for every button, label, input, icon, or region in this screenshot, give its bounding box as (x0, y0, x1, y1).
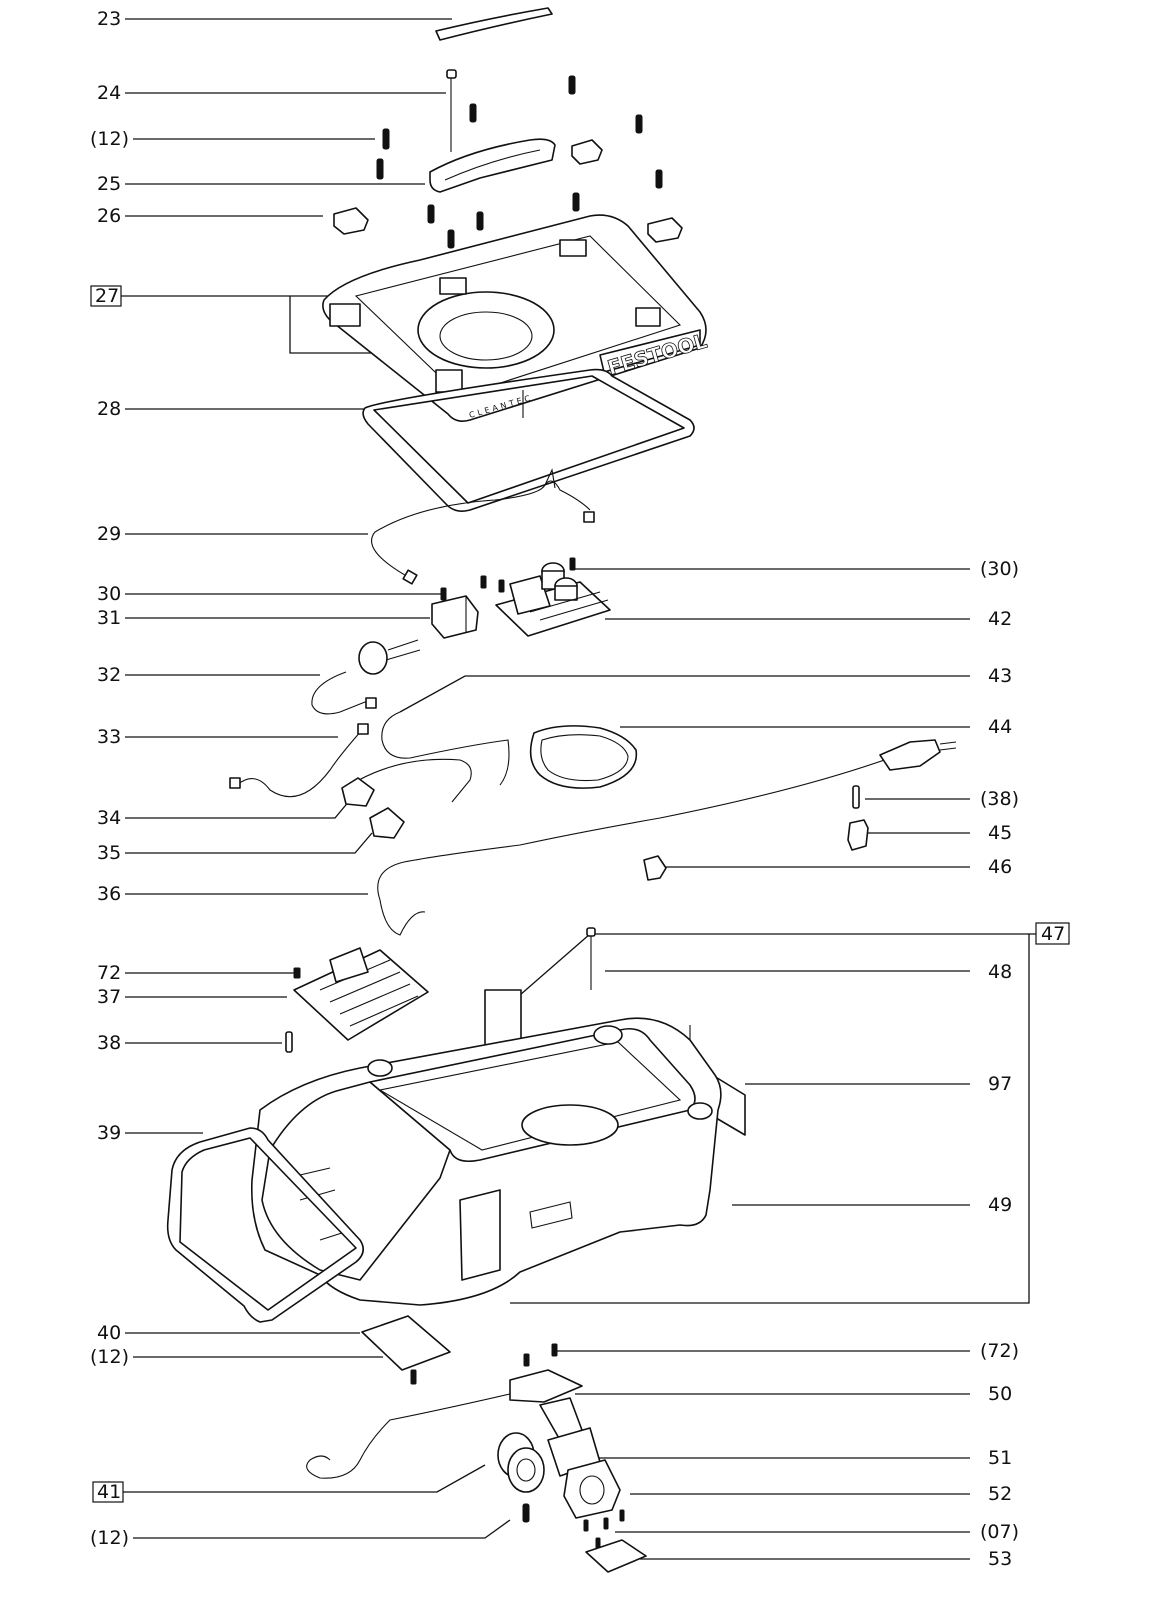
control-pcb-37 (293, 947, 429, 1041)
callout-35[interactable]: 35 (97, 842, 121, 864)
callout-31[interactable]: 31 (97, 607, 121, 629)
cable-43 (381, 711, 510, 786)
cable-33 (236, 729, 363, 798)
capacitor-31 (431, 595, 479, 639)
socket-52 (563, 1459, 621, 1519)
long-bolt-48 (586, 927, 596, 990)
clip-right-top (571, 139, 603, 165)
callout-38-right[interactable]: (38) (980, 788, 1019, 810)
long-bolt (446, 69, 457, 152)
leader-lines (121, 18, 1036, 1560)
switch-35 (369, 807, 405, 839)
lid-gasket (362, 368, 695, 512)
callout-46[interactable]: 46 (988, 856, 1012, 878)
callout-50[interactable]: 50 (988, 1383, 1012, 1405)
callout-12-mid[interactable]: (12) (90, 1346, 129, 1368)
callout-45[interactable]: 45 (988, 822, 1012, 844)
callout-48[interactable]: 48 (988, 961, 1012, 983)
cable-41 (306, 1393, 511, 1479)
callout-37[interactable]: 37 (97, 986, 121, 1008)
callout-29[interactable]: 29 (97, 523, 121, 545)
callout-24[interactable]: 24 (97, 82, 121, 104)
callout-12-bottom[interactable]: (12) (90, 1527, 129, 1549)
callout-26[interactable]: 26 (97, 205, 121, 227)
main-housing-49 (250, 1017, 722, 1306)
callout-07[interactable]: (07) (980, 1521, 1019, 1543)
motor-41 (497, 1432, 545, 1493)
screws-top-group (376, 75, 663, 249)
callout-28[interactable]: 28 (97, 398, 121, 420)
cover-plate-40 (361, 1315, 451, 1371)
power-plug (879, 739, 941, 771)
callout-32[interactable]: 32 (97, 664, 121, 686)
ferrite-46 (643, 855, 667, 881)
callout-97[interactable]: 97 (988, 1073, 1012, 1095)
relay-45 (847, 819, 869, 851)
cable-32 (311, 639, 421, 715)
callout-53[interactable]: 53 (988, 1548, 1012, 1570)
screws-30 (440, 557, 576, 601)
ring-gasket-44 (529, 725, 638, 789)
callout-36[interactable]: 36 (97, 883, 121, 905)
screw-38-right (852, 785, 860, 809)
callout-30[interactable]: 30 (97, 583, 121, 605)
callout-44[interactable]: 44 (988, 716, 1012, 738)
switch-holder-50 (509, 1343, 583, 1441)
power-cord-36 (377, 757, 891, 936)
screw-38-left (285, 1031, 293, 1053)
screw-12-mid (410, 1369, 417, 1385)
callout-38[interactable]: 38 (97, 1032, 121, 1054)
callout-34[interactable]: 34 (97, 807, 121, 829)
cover-53 (585, 1539, 647, 1573)
left-callouts: 23 24 (12) 25 26 27 28 29 30 31 32 33 34… (90, 8, 129, 1549)
callout-51[interactable]: 51 (988, 1447, 1012, 1469)
callout-23[interactable]: 23 (97, 8, 121, 30)
callout-30-right[interactable]: (30) (980, 558, 1019, 580)
callout-27[interactable]: 27 (95, 285, 119, 307)
screws-07 (583, 1509, 625, 1550)
callout-40[interactable]: 40 (97, 1322, 121, 1344)
callout-33[interactable]: 33 (97, 726, 121, 748)
side-gasket-39 (166, 1127, 364, 1323)
callout-42[interactable]: 42 (988, 608, 1012, 630)
callout-52[interactable]: 52 (988, 1483, 1012, 1505)
clip-right (647, 217, 683, 243)
label-sticker (484, 989, 522, 1046)
cable-29 (370, 480, 591, 579)
screw-12-bottom (522, 1503, 530, 1523)
callout-49[interactable]: 49 (988, 1194, 1012, 1216)
callout-43[interactable]: 43 (988, 665, 1012, 687)
handle-cover-strip (435, 7, 553, 41)
power-pcb-42 (495, 562, 611, 637)
callout-72-right[interactable]: (72) (980, 1340, 1019, 1362)
callout-12-top[interactable]: (12) (90, 128, 129, 150)
callout-41[interactable]: 41 (97, 1481, 121, 1503)
clip-26 (333, 207, 369, 235)
callout-72[interactable]: 72 (97, 962, 121, 984)
callout-47[interactable]: 47 (1041, 923, 1065, 945)
callout-39[interactable]: 39 (97, 1122, 121, 1144)
right-callouts: (30) 42 43 44 (38) 45 46 47 48 97 49 (72… (980, 558, 1070, 1570)
upper-lid-assembly: FESTOOL CLEANTEC (322, 214, 710, 422)
switch-34 (341, 777, 375, 807)
callout-25[interactable]: 25 (97, 173, 121, 195)
carry-handle (429, 138, 556, 193)
